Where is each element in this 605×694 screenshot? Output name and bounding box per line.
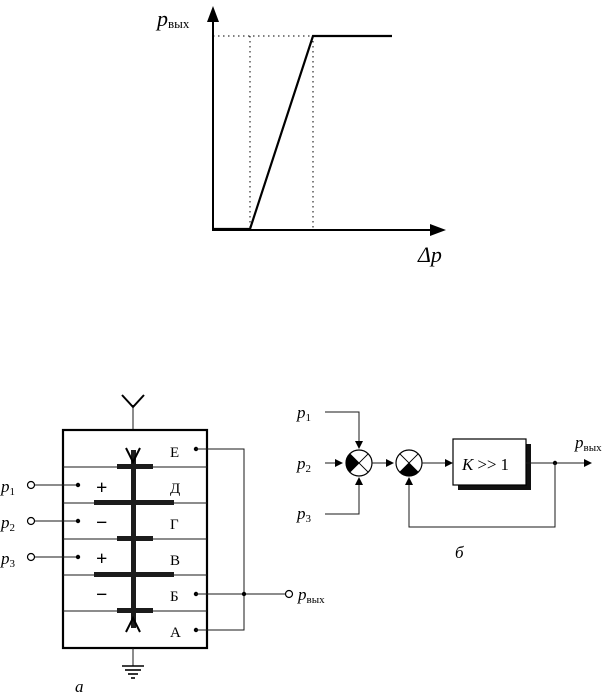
rigid-center [117,536,153,541]
bottom-nozzle-arrow [125,615,141,633]
characteristic-graph: pвых Δp [155,6,446,267]
amplifier-gain-label: K>>1 [461,455,509,474]
input-label-p3: p3 [0,549,16,570]
x-axis-label: Δp [417,242,442,267]
block-input-label-p3: p3 [296,504,312,525]
signal-line-p3 [325,477,363,515]
caption-a: а [75,677,84,694]
supply-symbol [121,394,145,409]
pneumatic-element: Е Д Г В Б А + − + − p1 p2 [0,394,325,694]
output-connection [193,446,294,633]
x-axis-arrow [430,224,446,236]
input-line-p1 [26,480,81,490]
chamber-label-g: Г [170,517,179,533]
block-input-label-p2: p2 [296,454,311,475]
characteristic-curve [213,34,392,231]
sign-plus: + [96,477,107,499]
signal-line-p1 [325,411,363,449]
y-axis-label: pвых [155,6,190,31]
chamber-label-d: Д [170,481,180,497]
input-line-p2 [26,516,81,526]
sign-minus: − [96,584,107,606]
block-input-label-p1: p1 [296,403,311,424]
input-label-p2: p2 [0,513,15,534]
sign-plus: + [96,548,107,570]
input-line-p3 [26,552,81,562]
summing-junction-2 [395,449,423,477]
input-label-p1: p1 [0,477,15,498]
chamber-label-a: А [170,625,181,641]
rigid-center [94,500,174,505]
top-nozzle-arrow [125,447,141,465]
rigid-center [94,572,174,577]
chamber-label-v: В [170,553,180,569]
y-axis-arrow [207,6,219,22]
chamber-label-e: Е [170,445,179,461]
sign-minus: − [96,512,107,534]
output-label: pвых [297,585,325,606]
chamber-label-b: Б [170,589,179,605]
ground-icon [122,665,144,679]
summing-junction-1 [345,449,373,477]
block-diagram: K>>1 p1 p2 p3 pвых б [296,403,602,562]
rigid-center [117,464,153,469]
amplifier-block [452,438,527,486]
block-output-label: pвых [574,433,602,454]
rigid-center [117,608,153,613]
feedback-line [405,463,556,528]
caption-b: б [455,543,464,562]
